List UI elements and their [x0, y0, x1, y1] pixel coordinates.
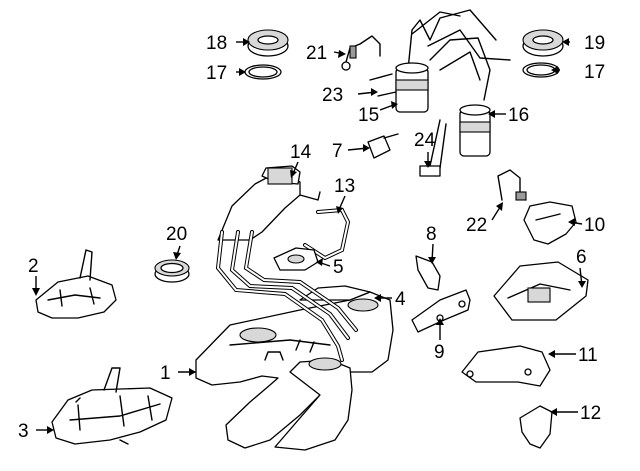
callout-2: 2 [28, 256, 39, 277]
callout-1: 1 [160, 363, 171, 384]
fuel-lines [215, 230, 358, 362]
left-shield [35, 249, 117, 319]
callout-18: 18 [206, 33, 227, 54]
lock-ring-18 [247, 29, 289, 57]
seal-17-right [522, 62, 560, 78]
callout-9: 9 [434, 342, 445, 363]
bracket-11 [461, 345, 551, 387]
callout-4: 4 [395, 289, 406, 310]
strap-9 [411, 289, 471, 333]
callout-10: 10 [584, 215, 605, 236]
callout-22: 22 [466, 215, 487, 236]
callout-16: 16 [508, 105, 529, 126]
callout-labels: 1 2 3 4 5 6 7 8 9 10 11 12 13 14 15 16 1… [18, 33, 605, 442]
callout-24: 24 [414, 130, 436, 151]
callout-5: 5 [333, 257, 344, 278]
callout-11: 11 [578, 345, 598, 366]
bracket-12 [519, 405, 553, 449]
clip-7 [367, 133, 399, 159]
callout-15: 15 [358, 105, 379, 126]
callout-23: 23 [322, 85, 343, 106]
bracket-5 [273, 247, 319, 271]
callout-7: 7 [332, 141, 343, 162]
callout-13: 13 [334, 176, 355, 197]
filler-neck [217, 165, 321, 241]
callout-6: 6 [576, 247, 587, 268]
bracket-8 [415, 255, 441, 291]
callout-20: 20 [166, 224, 187, 245]
fuel-pump-left [369, 9, 511, 113]
lock-ring-19 [522, 29, 564, 57]
seal-17-left [244, 64, 282, 80]
filler-cap [154, 259, 190, 283]
connector-22 [497, 169, 527, 201]
fuel-pump-right [419, 37, 491, 177]
callout-17-right: 17 [584, 62, 605, 83]
cover-6 [493, 261, 589, 321]
bracket-10 [523, 201, 577, 245]
arrowheads [32, 38, 586, 434]
callout-17-left: 17 [206, 63, 227, 84]
callout-12: 12 [580, 403, 601, 424]
callout-8: 8 [426, 224, 437, 245]
fuel-tank [195, 285, 394, 451]
callout-3: 3 [18, 421, 29, 442]
callout-14: 14 [290, 142, 312, 163]
callout-21: 21 [306, 43, 327, 64]
sensor-21 [341, 35, 381, 71]
lower-shield [51, 367, 173, 445]
callout-19: 19 [584, 33, 605, 54]
